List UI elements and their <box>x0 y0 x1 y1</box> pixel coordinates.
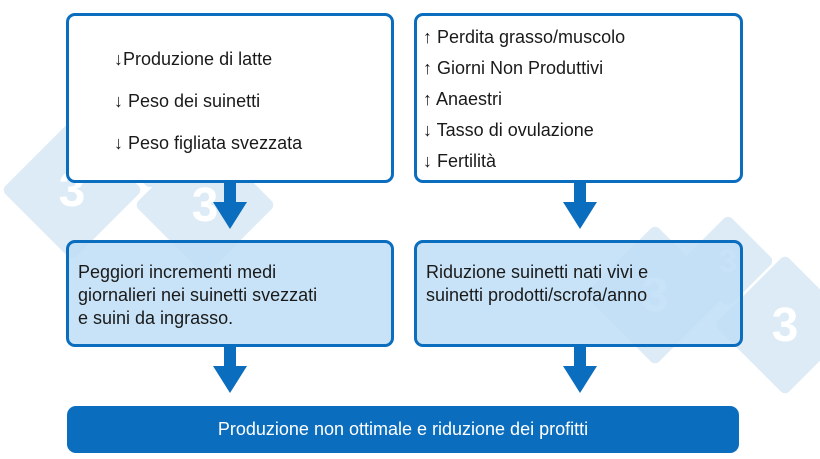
list-item: ↑ Perdita grasso/muscolo <box>423 27 626 47</box>
increase-arrow-icon: ↑ <box>423 89 432 109</box>
list-item: ↓ Fertilità <box>423 151 497 171</box>
decrease-arrow-icon: ↓ <box>114 133 123 153</box>
increase-arrow-icon: ↑ <box>423 27 432 47</box>
litter-impact-box: Riduzione suinetti nati vivi e suinetti … <box>414 240 743 347</box>
decrease-arrow-icon: ↓ <box>423 120 432 140</box>
outcome-text: Produzione non ottimale e riduzione dei … <box>217 419 589 439</box>
decrease-arrow-icon: ↓ <box>423 151 432 171</box>
list-item: ↑ Anaestri <box>423 89 503 109</box>
flow-arrow-down-icon <box>213 347 247 393</box>
flow-arrow-down-icon <box>213 183 247 229</box>
list-item: ↓Produzione di latte <box>114 49 273 69</box>
watermark-glyph: 3 <box>771 298 799 352</box>
flow-arrow-down-icon <box>563 347 597 393</box>
reproductive-effects-list: ↑ Perdita grasso/muscolo ↑ Giorni Non Pr… <box>423 22 625 177</box>
list-item: ↓ Peso figliata svezzata <box>114 133 303 153</box>
list-item: ↓ Peso dei suinetti <box>114 91 261 111</box>
list-item: ↑ Giorni Non Produttivi <box>423 58 604 78</box>
growth-impact-box: Peggiori incrementi medi giornalieri nei… <box>66 240 394 347</box>
increase-arrow-icon: ↑ <box>423 58 432 78</box>
list-item: ↓ Tasso di ovulazione <box>423 120 594 140</box>
decrease-arrow-icon: ↓ <box>114 91 123 111</box>
flow-arrow-down-icon <box>563 183 597 229</box>
growth-impact-text: Peggiori incrementi medi giornalieri nei… <box>78 262 318 328</box>
reproductive-effects-box: ↑ Perdita grasso/muscolo ↑ Giorni Non Pr… <box>414 13 743 183</box>
litter-impact-text: Riduzione suinetti nati vivi e suinetti … <box>426 262 649 305</box>
milk-production-effects-box: ↓Produzione di latte ↓ Peso dei suinetti… <box>66 13 394 183</box>
outcome-bar: Produzione non ottimale e riduzione dei … <box>67 406 739 453</box>
decrease-arrow-icon: ↓ <box>114 49 123 69</box>
milk-effects-list: ↓Produzione di latte ↓ Peso dei suinetti… <box>114 38 302 164</box>
